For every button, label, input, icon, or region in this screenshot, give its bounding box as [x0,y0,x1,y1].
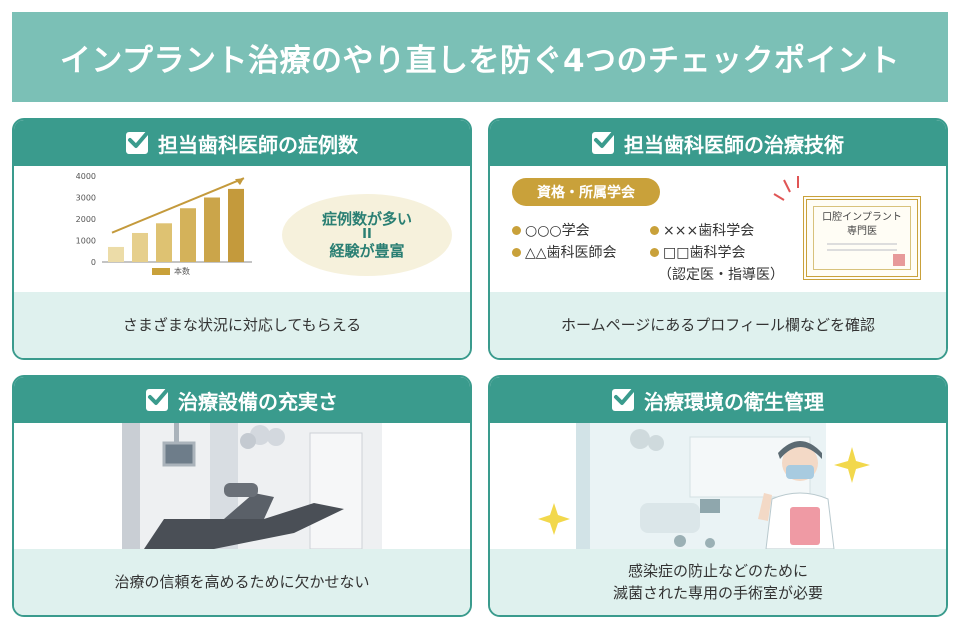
bubble-line-1: 症例数が多い [321,210,412,228]
card-heading: 治療設備の充実さ [178,389,338,414]
card-header: 治療設備の充実さ [14,377,470,423]
card-caption: 治療の信頼を高めるために欠かせない [14,549,470,615]
card-heading: 治療環境の衛生管理 [644,389,824,414]
bubble-line-2: 経験が豊富 [329,242,405,260]
emphasis-lines-icon [773,176,799,201]
society-label: △△歯科医師会 [525,245,617,261]
card-body: 資格・所属学会 ○○○学会 ×××歯科学会 △△歯科医師会 □□歯科学会 （認定… [490,166,946,292]
bullet-dot [650,247,659,257]
society-item: ×××歯科学会 [650,220,754,240]
caption-line-1: 感染症の防止などのために [627,562,808,580]
society-label: ×××歯科学会 [663,223,755,239]
card-heading: 担当歯科医師の治療技術 [624,132,844,157]
certificate-image: 口腔インプラント 専門医 [803,196,921,280]
caption-text: ホームページにあるプロフィール欄などを確認 [561,316,875,334]
qualification-badge: 資格・所属学会 [512,178,660,206]
society-item: ○○○学会 [512,220,590,240]
card-caption: 感染症の防止などのために 滅菌された専用の手術室が必要 [490,549,946,615]
society-item: □□歯科学会 [650,242,745,262]
certificate-line-1: 口腔インプラント [822,212,902,223]
sparkle-icon [834,447,870,483]
bar [180,208,196,262]
y-tick-label: 3000 [76,194,96,203]
bar [156,223,172,262]
card-header: 担当歯科医師の症例数 [14,120,470,166]
certificate-line-2: 専門医 [847,226,877,237]
checkbox-icon [612,387,636,411]
clean-clinic-illustration [538,423,870,549]
caption-text: 治療の信頼を高めるために欠かせない [114,573,370,591]
sparkle-icon [538,503,570,535]
checkbox-icon [592,130,616,154]
card-caption: さまざまな状況に対応してもらえる [14,292,470,358]
bar [132,232,148,262]
card-hygiene: 治療環境の衛生管理 感染症の防止などのために 滅菌された専用の手術室が必要 [488,375,948,617]
checkbox-icon [146,387,170,411]
society-note: （認定医・指導医） [658,267,784,283]
caption-line-2: 滅菌された専用の手術室が必要 [612,584,823,602]
legend-label: 本数 [174,266,190,276]
bar [228,188,244,262]
card-body: 0 1000 2000 3000 4000 本数 症例数が多い II 経験が豊富 [14,166,470,292]
checkbox-icon [126,130,150,154]
trend-arrow-icon [111,177,245,234]
bullet-dot [650,225,659,235]
certificate-rule [827,249,897,251]
trend-arrowhead [235,178,244,186]
page-title: インプラント治療のやり直しを防ぐ4つのチェックポイント [59,42,901,79]
y-tick-label: 1000 [76,237,96,246]
y-tick-label: 4000 [76,172,96,181]
society-label: □□歯科学会 [663,245,746,261]
card-case-count: 担当歯科医師の症例数 0 1000 2000 3000 4000 本数 症例数が多い II… [12,118,472,360]
certificate-inner: 口腔インプラント 専門医 [813,206,911,270]
y-tick-label: 0 [91,258,96,267]
legend-swatch [152,268,170,275]
bar [108,246,124,262]
bullet-dot [512,247,521,257]
card-body [490,423,946,549]
bar [204,197,220,262]
summary-bubble: 症例数が多い II 経験が豊富 [282,194,452,276]
y-tick-label: 2000 [76,215,96,224]
card-body [14,423,470,549]
card-header: 治療環境の衛生管理 [490,377,946,423]
society-label: ○○○学会 [525,223,590,239]
bar-chart: 0 1000 2000 3000 4000 本数 [76,172,252,276]
title-banner: インプラント治療のやり直しを防ぐ4つのチェックポイント [12,12,948,102]
card-skill: 担当歯科医師の治療技術 資格・所属学会 ○○○学会 ×××歯科学会 △△歯科医師… [488,118,948,360]
certificate-rule [827,243,897,245]
card-equipment: 治療設備の充実さ 治療の信頼を高めるために欠かせない [12,375,472,617]
society-item: △△歯科医師会 [512,242,617,262]
card-caption: ホームページにあるプロフィール欄などを確認 [490,292,946,358]
bubble-equals: II [362,227,372,242]
caption-text: さまざまな状況に対応してもらえる [122,316,362,334]
bullet-dot [512,225,521,235]
stamp-icon [893,254,905,266]
card-heading: 担当歯科医師の症例数 [158,132,358,157]
dental-chair-illustration [122,423,382,549]
card-header: 担当歯科医師の治療技術 [490,120,946,166]
